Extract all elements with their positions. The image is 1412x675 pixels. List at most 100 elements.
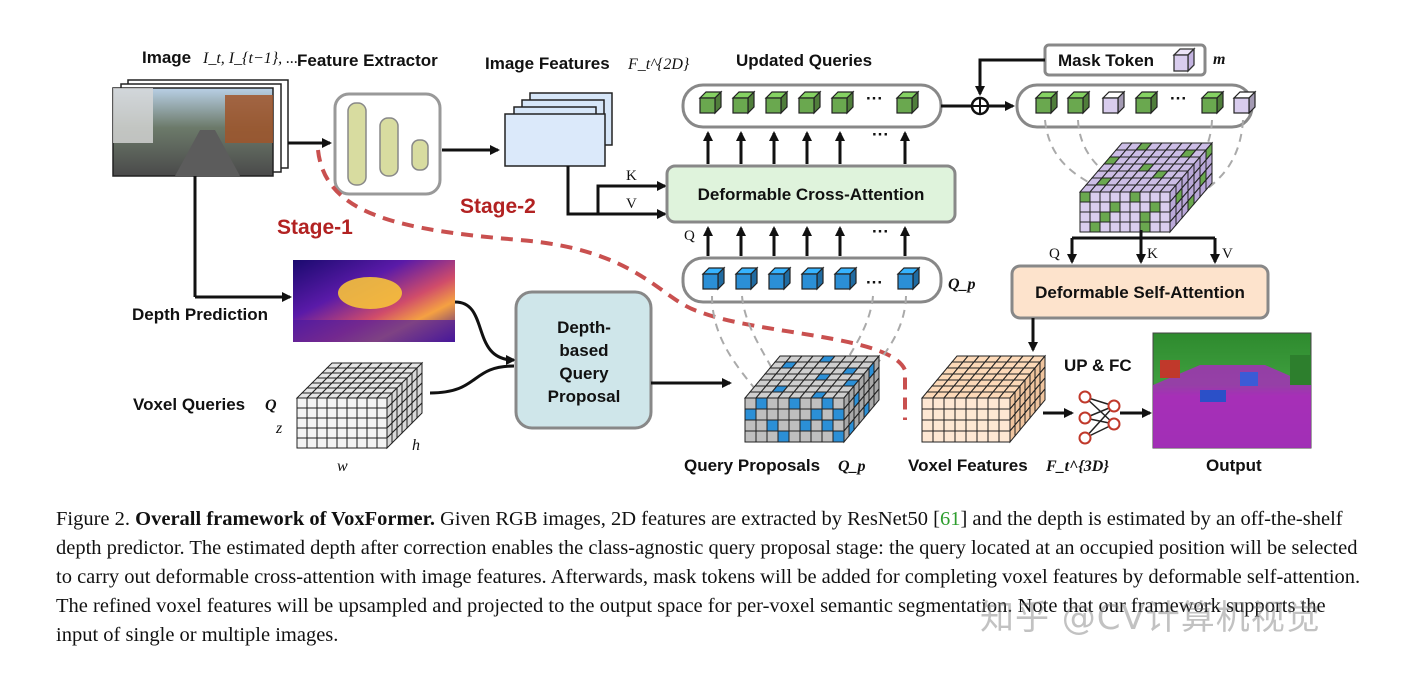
voxel-feature-cell [965, 408, 978, 421]
voxel-query-cell [296, 417, 308, 429]
mask-voxel-cell [1129, 201, 1141, 213]
query-proposal-cell [744, 419, 757, 432]
query-proposal-cell [755, 408, 768, 421]
voxel-query-cell [316, 407, 328, 419]
voxel-query-cell [356, 437, 368, 449]
updated-query-cube-0 [698, 90, 723, 115]
voxel-query-cell [296, 407, 308, 419]
voxel-query-cell [346, 437, 358, 449]
arrows-top-ellipsis: ··· [872, 125, 889, 144]
output-segmentation-image [1152, 332, 1312, 449]
mask-voxel-cell [1079, 221, 1091, 233]
combined-query-cube-2 [1101, 90, 1126, 115]
combined-ellipsis: ··· [1170, 89, 1187, 108]
mask-voxel-cell [1109, 211, 1121, 223]
feature-extractor-label: Feature Extractor [297, 51, 438, 70]
voxel-query-cell [336, 417, 348, 429]
mask-voxel-cell [1099, 211, 1111, 223]
q-label-self: Q [1049, 246, 1060, 262]
query-proposal-cell [821, 408, 834, 421]
combined-query-cube-3 [1134, 90, 1159, 115]
query-proposal-cell [821, 419, 834, 432]
dqp-line-3: Query [559, 364, 609, 383]
input-image-stack [112, 79, 289, 177]
query-proposal-cell [777, 408, 790, 421]
qp-query-cube-2 [767, 266, 792, 291]
query-proposal-cell [755, 419, 768, 432]
voxel-queries-label: Voxel Queries [133, 395, 245, 414]
image-label: Image [142, 48, 191, 67]
extractor-bar-2 [379, 117, 399, 177]
query-proposal-cell [810, 397, 823, 410]
voxel-feature-cell [976, 408, 989, 421]
query-proposal-cell [873, 387, 880, 408]
voxel-query-cell [306, 397, 318, 409]
combined-query-cube-1 [1066, 90, 1091, 115]
query-proposal-cell [799, 397, 812, 410]
voxel-query-cell [306, 437, 318, 449]
query-proposal-cell [766, 408, 779, 421]
qp-ellipsis: ··· [866, 273, 883, 292]
voxel-query-cell [376, 417, 388, 429]
voxel-query-cell [346, 407, 358, 419]
voxel-feature-cell [954, 408, 967, 421]
voxel-query-cell [346, 397, 358, 409]
image-features-label: Image Features [485, 54, 610, 73]
k-label-self: K [1147, 246, 1158, 262]
query-proposal-cell [788, 419, 801, 432]
qp-query-cube-4 [833, 266, 858, 291]
mask-token-label: Mask Token [1058, 51, 1154, 70]
mask-voxel-cell [1109, 201, 1121, 213]
output-label: Output [1206, 456, 1262, 475]
query-proposal-cell [777, 419, 790, 432]
voxel-feature-cell [932, 430, 945, 443]
query-proposal-cell [832, 397, 845, 410]
arrows-bottom-ellipsis: ··· [872, 222, 889, 241]
voxel-query-cell [336, 407, 348, 419]
k-label-cross: K [626, 168, 637, 184]
query-proposal-cell [777, 397, 790, 410]
query-proposal-cell [755, 397, 768, 410]
watermark: 知乎 @CV计算机视觉 [980, 598, 1321, 638]
mask-voxel-cell [1159, 201, 1171, 213]
figure-caption: Figure 2. Overall framework of VoxFormer… [56, 505, 1366, 650]
caption-title: Overall framework of VoxFormer. [135, 508, 435, 530]
dim-h-label: h [412, 437, 420, 454]
voxel-query-cell [296, 437, 308, 449]
voxel-query-cell [316, 417, 328, 429]
depth-based-query-proposal-box [514, 290, 653, 430]
voxel-query-cell [366, 437, 378, 449]
combined-query-cubes [1034, 90, 1257, 115]
voxel-query-cell [356, 407, 368, 419]
up-fc-label: UP & FC [1064, 356, 1132, 375]
voxel-query-cell [306, 417, 318, 429]
query-proposal-cell [810, 430, 823, 443]
voxel-feature-cell [976, 397, 989, 410]
deformable-cross-attention-box [665, 164, 957, 224]
v-label-cross: V [626, 196, 637, 212]
query-proposal-cell [832, 408, 845, 421]
voxel-feature-cell [921, 408, 934, 421]
mask-voxel-cell [1149, 211, 1161, 223]
mask-voxel-cell [1129, 191, 1141, 203]
voxel-feature-cell [987, 408, 1000, 421]
mask-voxel-cell [1089, 201, 1101, 213]
query-proposals-math: Q_p [838, 458, 866, 475]
voxel-query-cell [336, 437, 348, 449]
dqp-line-1: Depth- [557, 318, 611, 337]
mask-voxel-cell [1119, 221, 1131, 233]
voxel-query-cell [356, 397, 368, 409]
mask-voxel-cell [1159, 221, 1171, 233]
voxel-query-cell [326, 407, 338, 419]
deformable-cross-attention-label: Deformable Cross-Attention [698, 185, 925, 204]
voxel-query-cell [326, 437, 338, 449]
query-proposal-cell [821, 430, 834, 443]
query-proposal-cell [799, 430, 812, 443]
caption-citation-link[interactable]: 61 [939, 508, 961, 530]
voxel-features-label: Voxel Features [908, 456, 1028, 475]
query-proposal-cell [788, 430, 801, 443]
voxel-query-cell [326, 417, 338, 429]
voxel-feature-cell [943, 419, 956, 432]
voxel-query-cell [336, 427, 348, 439]
mask-voxel-cell [1109, 191, 1121, 203]
